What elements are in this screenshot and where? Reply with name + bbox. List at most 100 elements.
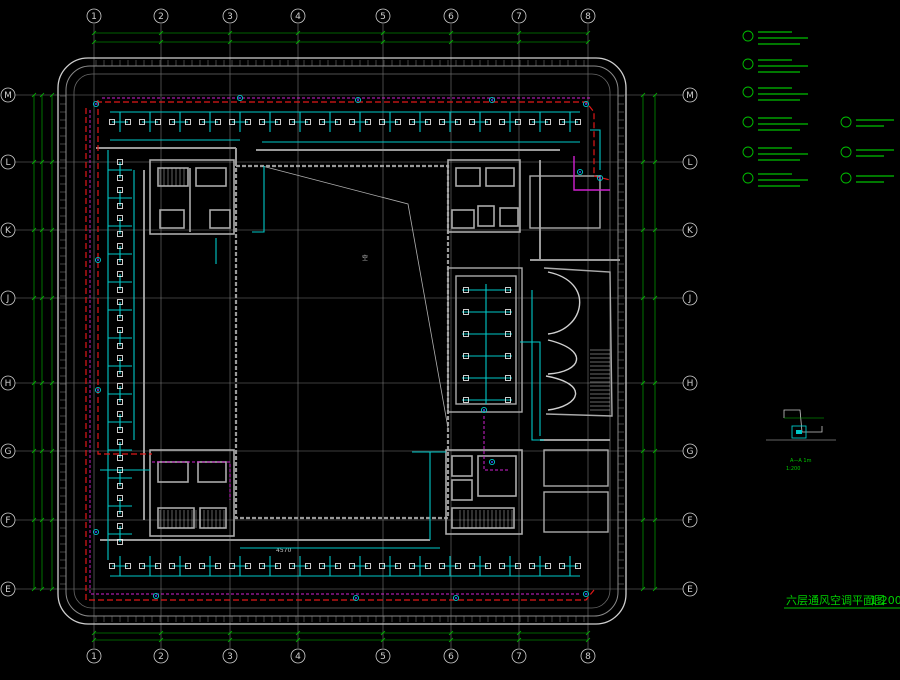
diffuser <box>349 563 355 569</box>
grid-bubble-column-circle <box>290 8 306 24</box>
drawing-title: 六层通风空调平面图 <box>786 593 885 607</box>
equipment-marker <box>452 594 460 602</box>
grid-bubble-row-circle <box>0 87 16 103</box>
dimension-tick <box>380 39 386 45</box>
legend-symbol <box>742 172 754 184</box>
diffuser <box>117 511 123 517</box>
grid-bubble-row-label: M <box>4 91 12 101</box>
equipment-core <box>95 531 97 533</box>
dimension-tick <box>227 637 233 643</box>
core-northwest <box>149 159 235 235</box>
diffuser <box>169 563 175 569</box>
grid-bubble-row-circle <box>682 154 698 170</box>
dimension-tick <box>39 295 45 301</box>
grid-bubble-row-circle <box>682 581 698 597</box>
grid-bubble-column-label: 3 <box>227 12 233 22</box>
diffuser <box>515 563 521 569</box>
grid-bubble-row-label: H <box>5 379 12 389</box>
drawing-scale: 1:200 <box>870 594 900 607</box>
grid-bubble-column-circle <box>375 8 391 24</box>
dimension-tick <box>39 227 45 233</box>
dimension-tick <box>39 380 45 386</box>
grid-bubble-row-label: F <box>5 516 10 526</box>
equipment-core <box>585 593 587 595</box>
diffuser <box>505 375 511 381</box>
diffuser <box>575 119 581 125</box>
legend-symbol <box>742 30 754 42</box>
diffuser <box>169 119 175 125</box>
dimension-tick <box>516 30 522 36</box>
diffuser <box>117 371 123 377</box>
dimension-tick <box>158 30 164 36</box>
dimension-tick <box>39 517 45 523</box>
dimension-tick <box>516 39 522 45</box>
diffuser <box>379 119 385 125</box>
dimension-tick <box>448 630 454 636</box>
dimension-tick <box>652 295 658 301</box>
dimension-tick <box>227 630 233 636</box>
diffuser <box>215 563 221 569</box>
diffuser <box>117 383 123 389</box>
equipment-marker <box>576 168 584 176</box>
dimension-tick <box>227 39 233 45</box>
diffusers <box>109 119 581 569</box>
grid-bubble-column-label: 5 <box>380 652 386 662</box>
equipment-marker <box>352 594 360 602</box>
equipment-marker <box>596 174 604 182</box>
diffuser <box>259 119 265 125</box>
diffuser <box>455 119 461 125</box>
diffuser <box>463 309 469 315</box>
grid-bubble-column-circle <box>153 648 169 664</box>
diffuser <box>469 119 475 125</box>
grid-bubble-column-label: 4 <box>295 652 301 662</box>
dimension-tick <box>39 92 45 98</box>
diffuser <box>117 455 123 461</box>
grid-bubble-column-label: 1 <box>91 652 97 662</box>
diffuser <box>319 563 325 569</box>
dimension-tick <box>652 227 658 233</box>
grid-bubble-row-label: K <box>687 226 694 236</box>
dimension-tick <box>158 630 164 636</box>
equipment-core <box>455 597 457 599</box>
diffuser <box>365 119 371 125</box>
equipment-marker <box>582 100 590 108</box>
equipment-core <box>155 595 157 597</box>
grid-bubble-column-circle <box>375 648 391 664</box>
grid-bubble-column-label: 6 <box>448 652 454 662</box>
dimension-tick <box>295 39 301 45</box>
diffuser <box>335 119 341 125</box>
grid-bubble-row-label: J <box>688 294 692 304</box>
dimension-tick <box>158 39 164 45</box>
diffuser <box>125 563 131 569</box>
grid-bubble-column-circle <box>86 648 102 664</box>
grid-bubble-row-circle <box>0 512 16 528</box>
equipment-core <box>97 389 99 391</box>
dimension-tick <box>516 630 522 636</box>
grid-bubble-row-circle <box>682 443 698 459</box>
grid-bubble-row-label: M <box>686 91 694 101</box>
east-feature <box>545 271 581 411</box>
diffuser <box>117 215 123 221</box>
diffuser <box>185 119 191 125</box>
dimension-tick <box>448 637 454 643</box>
diffuser <box>575 563 581 569</box>
grid-bubble-row-label: L <box>5 158 10 168</box>
grid-bubble-row-circle <box>0 290 16 306</box>
diffuser <box>117 483 123 489</box>
legend-rows <box>742 30 894 187</box>
legend-symbol <box>742 116 754 128</box>
legend <box>742 30 894 187</box>
dimension-tick <box>91 630 97 636</box>
diffuser <box>117 271 123 277</box>
diffuser <box>117 231 123 237</box>
equipment-markers <box>92 94 604 602</box>
legend-symbol <box>840 172 852 184</box>
equipment-marker <box>354 96 362 104</box>
building-outline <box>57 57 627 625</box>
equipment-core <box>599 177 601 179</box>
dimension-tick <box>91 39 97 45</box>
diffuser <box>229 119 235 125</box>
diffuser <box>117 175 123 181</box>
equipment-marker <box>92 528 100 536</box>
